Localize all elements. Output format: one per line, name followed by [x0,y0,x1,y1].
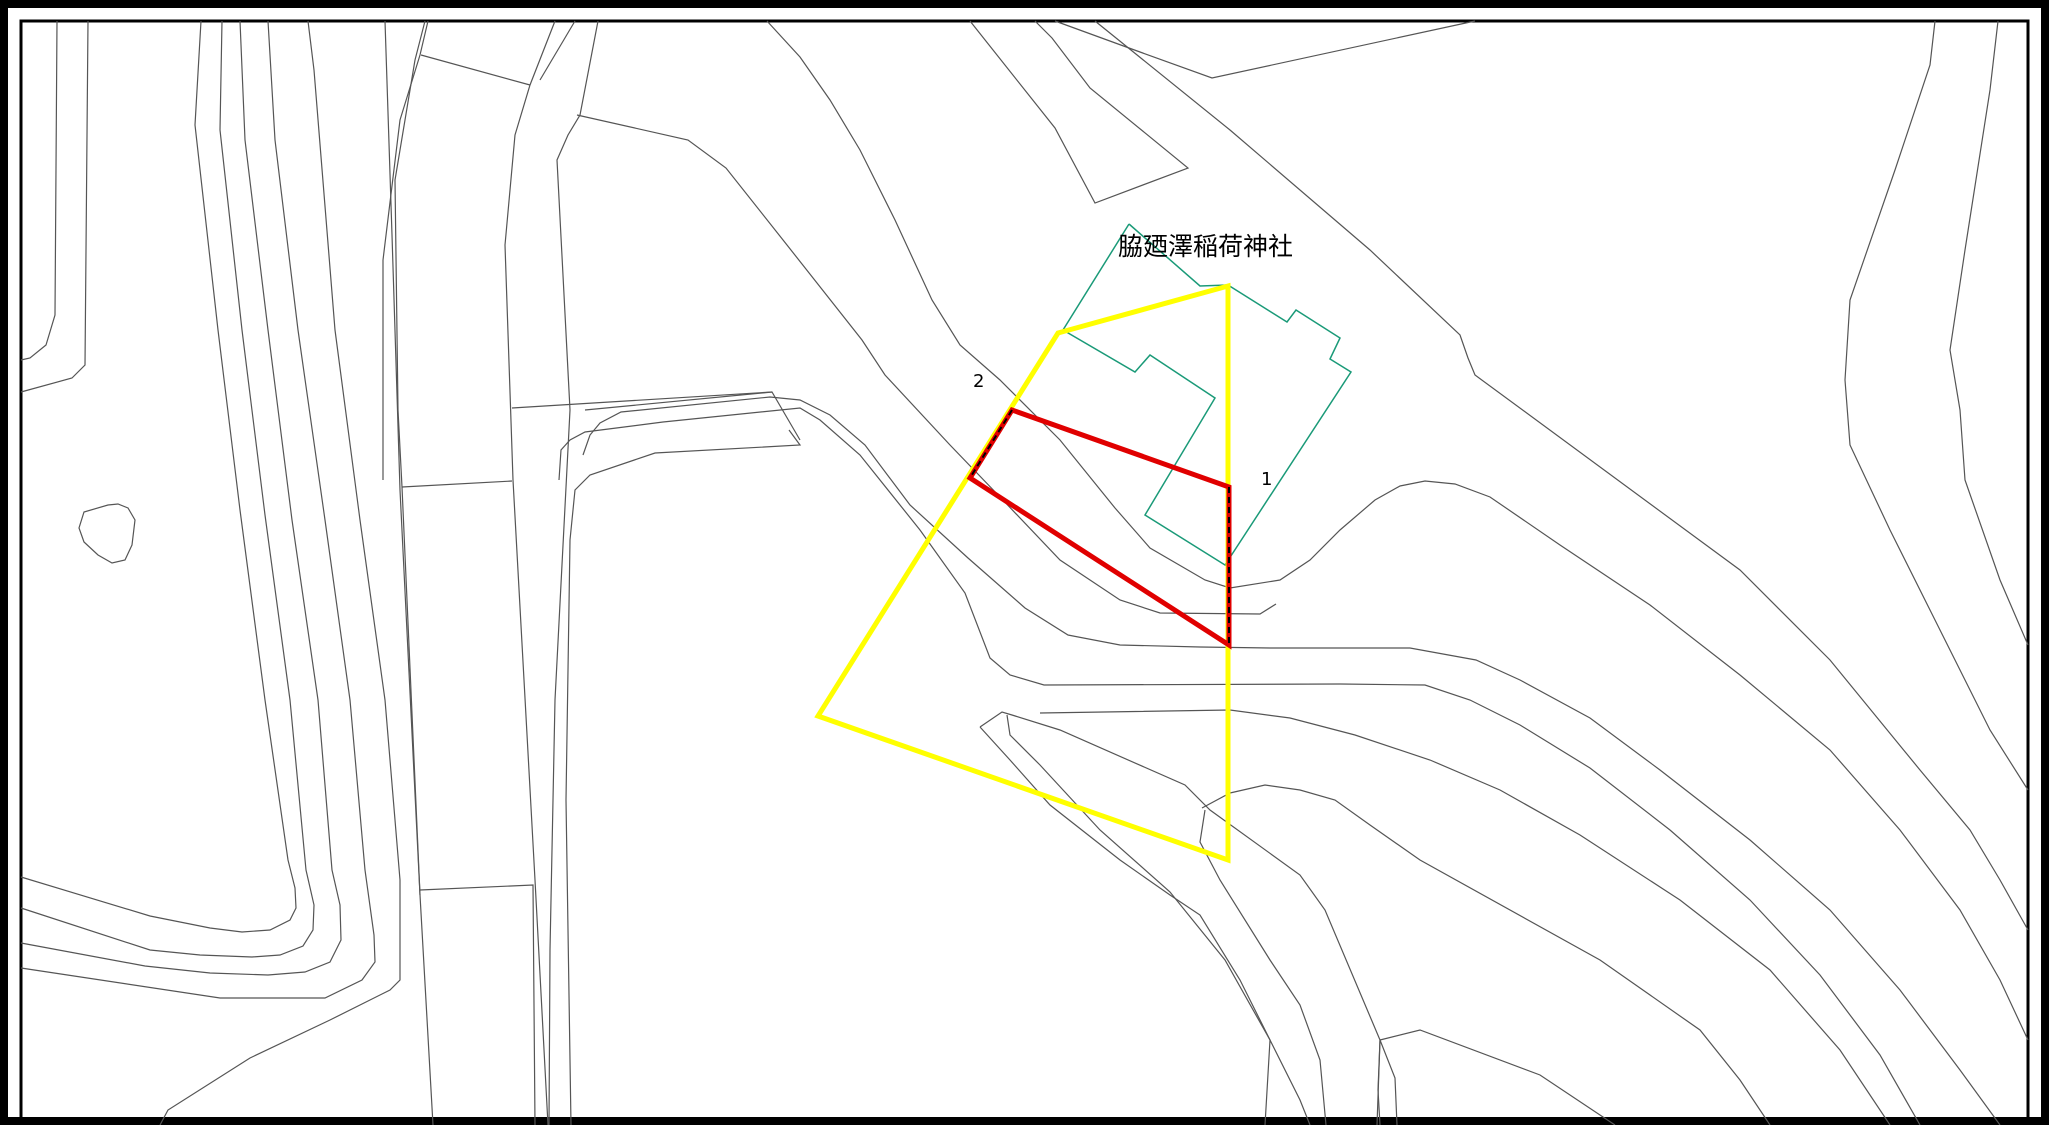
contour-line [565,429,802,1125]
contour-line [1199,809,1327,1125]
contour-line [548,20,599,1125]
contour-line [504,20,556,1125]
contour-line [584,391,801,441]
contour-line [20,20,342,976]
contour-line [159,20,401,1125]
contour-line [766,20,2029,1041]
contour-circle [78,503,136,564]
contour-line [1006,714,1271,1125]
contour-line [419,884,536,1125]
contour-line [1054,20,1476,79]
contour-line [1379,1029,1616,1125]
contour-line [511,391,773,409]
contour-line [1377,1039,1381,1125]
contour-line [420,54,531,86]
contour-line [20,20,297,933]
contour-line [401,480,513,488]
contour-line [1201,784,1771,1125]
contour-line [979,711,1381,1125]
contour-line [20,20,376,999]
point-label-2: 2 [973,371,984,392]
contour-line [394,20,426,896]
contour-line [1094,20,2029,931]
contour-line [20,20,315,958]
red-boundary-edge-2 [969,409,1013,479]
contour-line [382,20,429,480]
contour-line [979,726,1311,1125]
contour-line [576,114,1277,615]
red-boundary-polygon[interactable] [966,406,1232,650]
contour-line [969,20,1190,204]
place-name-label: 脇廼澤稲荷神社 [1118,232,1293,261]
contour-line [1039,709,1891,1125]
contour-line [1949,20,2029,646]
contour-line [1844,20,2029,791]
contour-line [558,407,1921,1125]
contour-line [582,396,2001,1125]
contour-line [20,20,89,393]
contour-line [384,20,434,1125]
yellow-boundary-polygon[interactable] [814,282,1231,864]
contour-lines [20,20,2029,1125]
contour-line [539,20,576,81]
contour-line [20,20,58,361]
shrine-building-outline[interactable] [1061,223,1353,567]
contour-line [1379,1039,1398,1125]
inner-frame [19,19,2030,1125]
point-label-1: 1 [1261,469,1272,490]
